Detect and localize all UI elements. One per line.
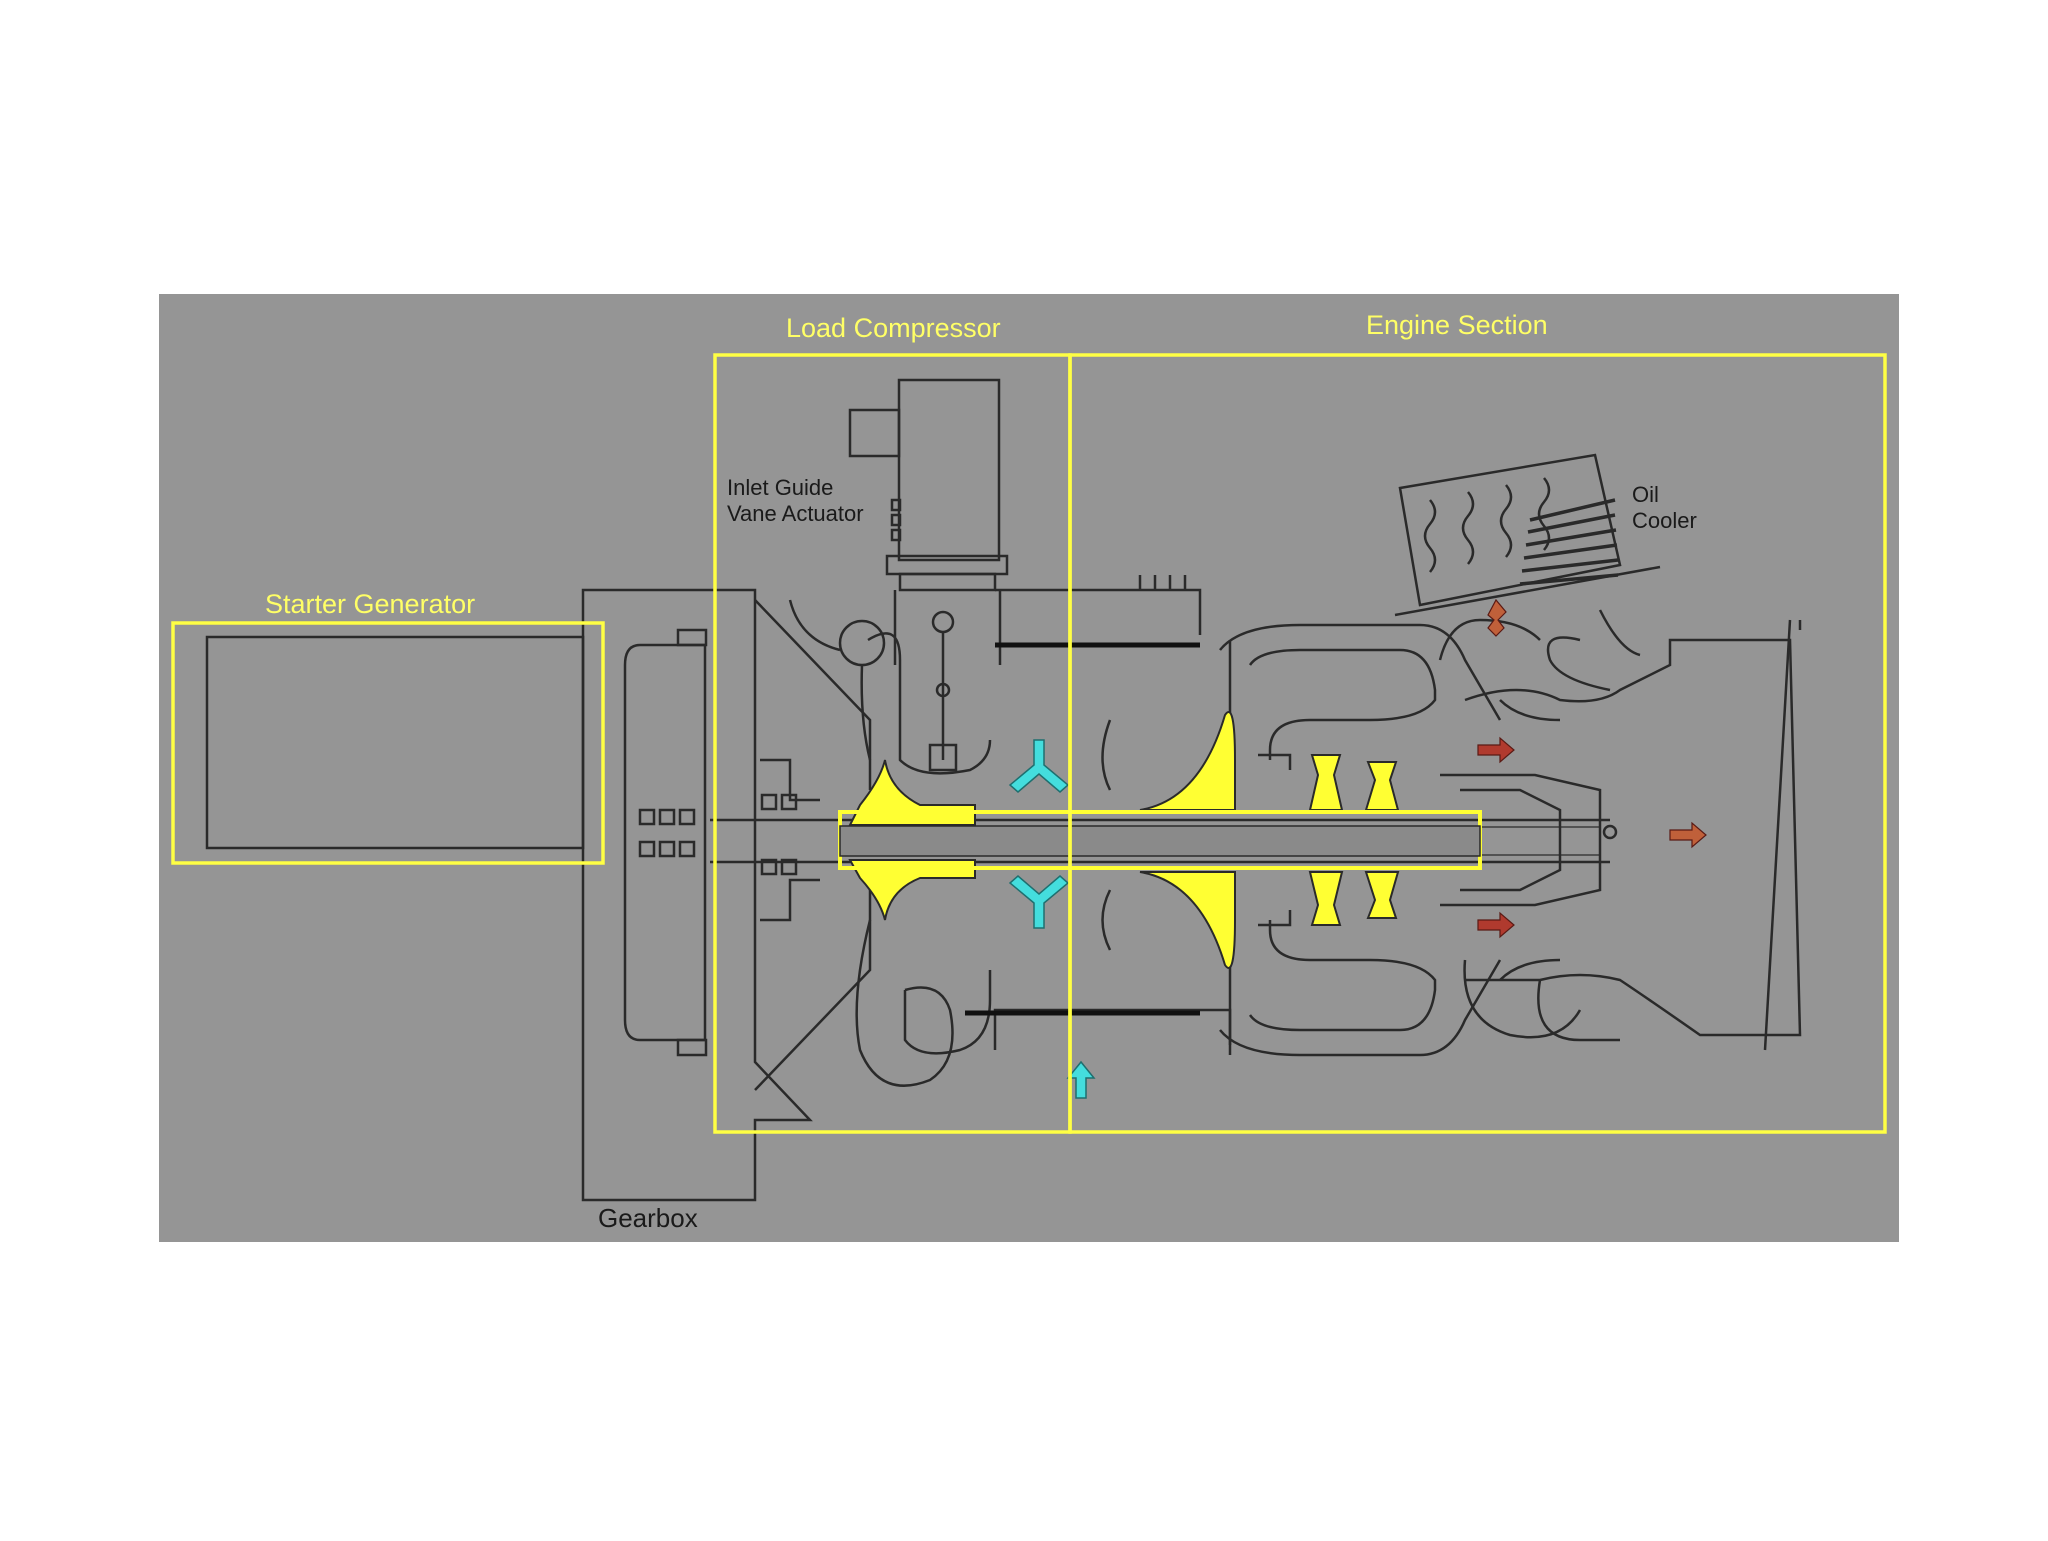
igv-actuator-body xyxy=(897,378,1001,562)
shaft-core xyxy=(839,825,1481,857)
outflow-arrows xyxy=(1477,598,1707,939)
machinery-outline xyxy=(205,378,1802,1202)
combustor-lower xyxy=(1219,959,1502,1057)
inflow-arrow-inlet-icon xyxy=(1066,1060,1096,1099)
inflow-arrows xyxy=(1008,739,1096,1099)
igv-actuator-label-line1: Inlet Guide xyxy=(727,475,833,500)
rotor-assembly xyxy=(848,711,1400,969)
section-boxes xyxy=(171,353,1887,1134)
coupling-housing xyxy=(623,643,707,1042)
exhaust-cone xyxy=(1440,773,1602,907)
outflow-arrow-oil-icon xyxy=(1487,598,1507,637)
exhaust-duct xyxy=(1464,638,1802,1037)
outflow-arrow-lower-icon xyxy=(1477,911,1515,939)
combustor-upper xyxy=(1219,623,1502,721)
engine-section-box xyxy=(1068,353,1887,1134)
diagram-panel xyxy=(159,294,1899,1242)
mid-housing-top xyxy=(995,588,1202,635)
starter-generator-box xyxy=(171,621,605,865)
inflow-arrow-bottom-icon xyxy=(1008,875,1070,929)
tie-bars xyxy=(965,642,1200,1016)
load-compressor-label: Load Compressor xyxy=(786,313,1001,343)
load-compressor-impeller xyxy=(848,759,976,826)
starter-generator-label: Starter Generator xyxy=(265,589,475,619)
compressor-housing xyxy=(754,599,872,1091)
coupling-bearings xyxy=(638,808,696,858)
outflow-arrow-exhaust-icon xyxy=(1669,821,1707,849)
gearbox-housing xyxy=(581,588,813,1202)
outflow-arrow-upper-icon xyxy=(1477,736,1515,764)
inflow-arrow-top-icon xyxy=(1008,739,1070,793)
volute-bottom xyxy=(855,919,954,1087)
igv-actuator-label-line2: Vane Actuator xyxy=(727,501,864,526)
engine-compressor-impeller xyxy=(1139,711,1236,811)
oil-cooler-label-line1: Oil xyxy=(1632,482,1659,507)
oil-cooler xyxy=(1398,453,1622,607)
gearbox-label: Gearbox xyxy=(598,1203,698,1233)
oil-cooler-label-line2: Cooler xyxy=(1632,508,1697,533)
compressor-bearings xyxy=(760,793,798,876)
engine-section-label: Engine Section xyxy=(1366,310,1548,340)
